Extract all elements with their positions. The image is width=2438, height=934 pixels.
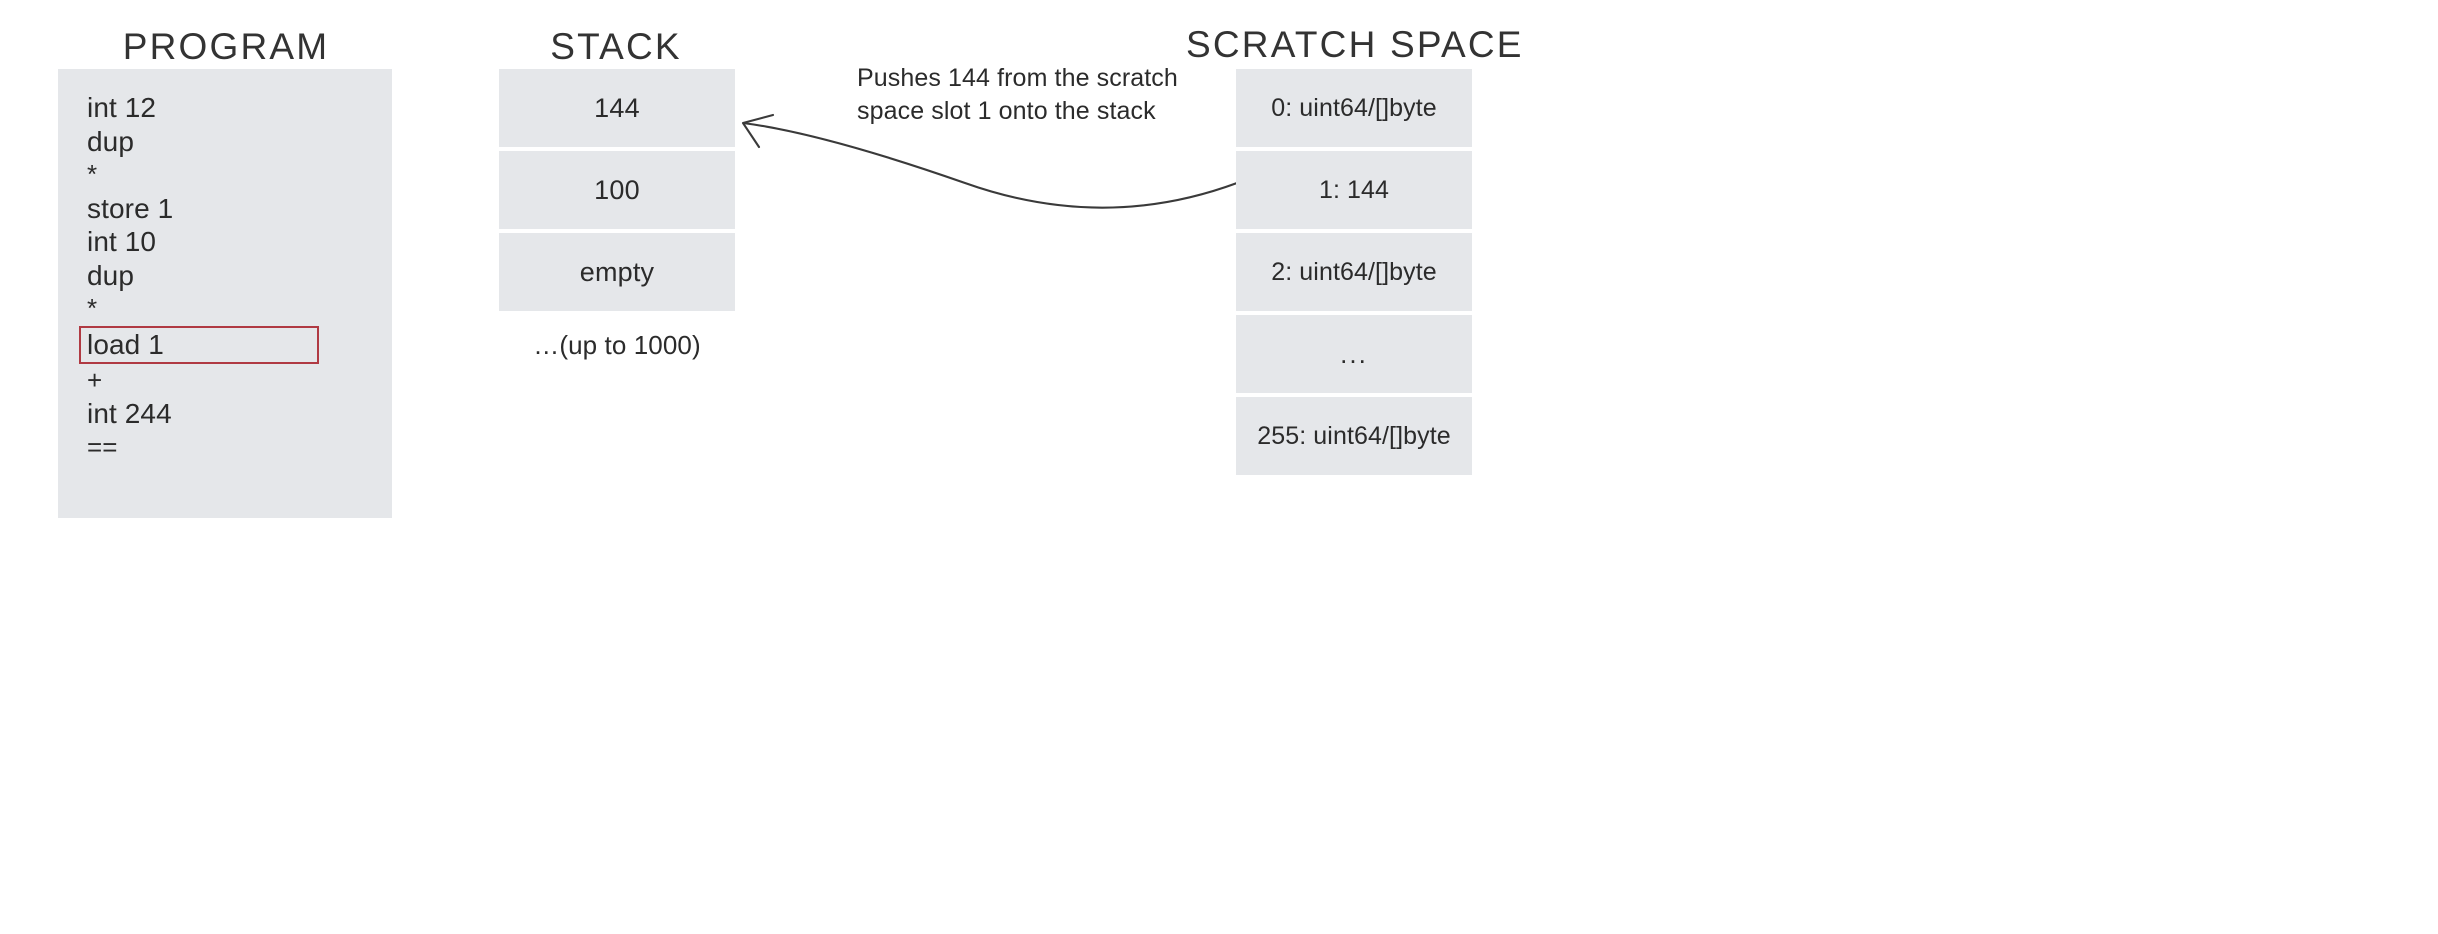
scratch-slot: 0: uint64/[]byte [1236, 69, 1472, 147]
scratch-space-column: 0: uint64/[]byte 1: 144 2: uint64/[]byte… [1236, 69, 1472, 479]
program-instruction: * [87, 293, 98, 323]
stack-column-title: STACK [550, 26, 682, 67]
program-box: int 12 dup * store 1 int 10 dup * load 1… [58, 69, 392, 518]
scratch-slot: 1: 144 [1236, 151, 1472, 229]
program-instruction: int 12 [87, 92, 157, 123]
program-instruction: + [87, 364, 103, 395]
program-instruction: dup [87, 259, 135, 291]
stack-capacity-note: …(up to 1000) [533, 330, 701, 360]
annotation-text: Pushes 144 from the scratch space slot 1… [857, 62, 1277, 128]
program-instruction-highlighted: load 1 [79, 325, 319, 364]
scratch-slot-ellipsis: ... [1236, 315, 1472, 393]
program-instruction: * [87, 159, 98, 189]
stack-column: 144 100 empty …(up to 1000) [499, 69, 735, 361]
program-instruction-list: int 12 dup * store 1 int 10 dup * load 1… [79, 91, 382, 464]
scratch-slot: 255: uint64/[]byte [1236, 397, 1472, 475]
arrow-head-icon [741, 113, 775, 149]
annotation-line-2: space slot 1 onto the stack [857, 97, 1156, 125]
stack-cell: 144 [499, 69, 735, 147]
program-instruction: int 244 [87, 398, 172, 429]
annotation-line-1: Pushes 144 from the scratch [857, 64, 1178, 92]
program-instruction: dup [87, 125, 135, 157]
arrow-curve [742, 121, 1238, 209]
scratch-space-column-title: SCRATCH SPACE [1186, 24, 1524, 65]
program-column-title: PROGRAM [122, 26, 330, 67]
program-instruction: == [87, 431, 118, 462]
stack-cell: 100 [499, 151, 735, 229]
program-instruction: int 10 [87, 226, 157, 257]
program-instruction: store 1 [87, 192, 174, 224]
stack-cell: empty [499, 233, 735, 311]
scratch-slot: 2: uint64/[]byte [1236, 233, 1472, 311]
